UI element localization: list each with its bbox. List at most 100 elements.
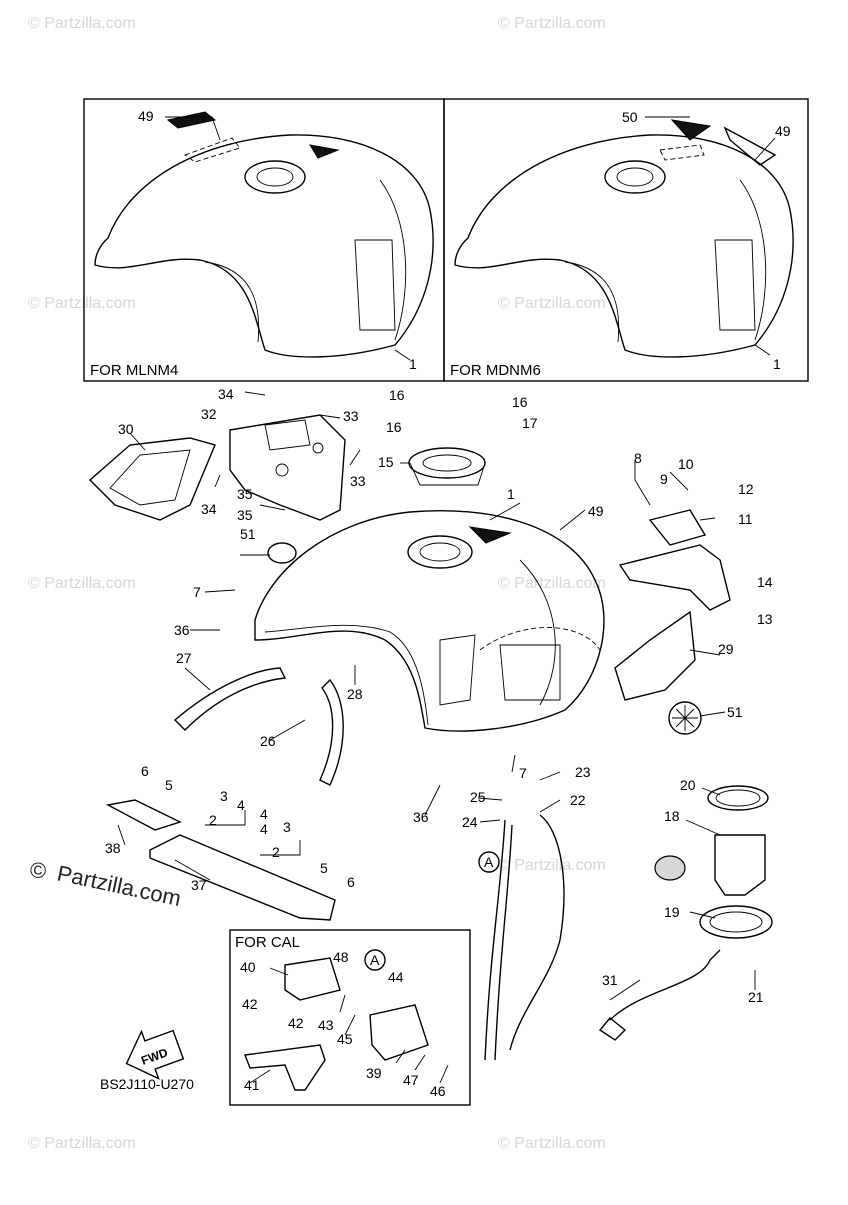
callout-21: 21: [748, 989, 764, 1005]
variant-box-mdnm6: [443, 98, 809, 382]
watermark: © Partzilla.com: [498, 1135, 606, 1152]
bracket-26: [319, 678, 344, 786]
callout-7: 7: [519, 765, 527, 781]
callout-4: 4: [237, 797, 245, 813]
callout-42: 42: [242, 996, 258, 1012]
callout-11: 11: [738, 511, 753, 527]
callout-28: 28: [347, 686, 363, 702]
marker-a-label: A: [484, 854, 494, 870]
callout-51: 51: [727, 704, 743, 720]
callout-6: 6: [141, 763, 149, 779]
watermark: © Partzilla.com: [498, 15, 606, 32]
callout-42: 42: [288, 1015, 304, 1031]
diagram-code: BS2J110-U270: [100, 1076, 194, 1092]
callout-13: 13: [757, 611, 773, 627]
callout-23: 23: [575, 764, 591, 780]
callout-5: 5: [165, 777, 173, 793]
hose-22: [509, 814, 565, 1051]
callout-1: 1: [773, 356, 781, 372]
fwd-label: FWD: [139, 1045, 170, 1068]
pad-37: [149, 834, 336, 921]
box-title-cal: FOR CAL: [235, 934, 300, 951]
callout-6: 6: [347, 874, 355, 890]
callout-36: 36: [174, 622, 190, 638]
callout-32: 32: [201, 406, 217, 422]
callout-31: 31: [602, 972, 618, 988]
callout-4: 4: [260, 806, 268, 822]
callout-15: 15: [378, 454, 394, 470]
callout-2: 2: [272, 844, 280, 860]
callout-33: 33: [343, 408, 359, 424]
callout-8: 8: [634, 450, 642, 466]
callout-10: 10: [678, 456, 694, 472]
callout-30: 30: [118, 421, 134, 437]
callout-44: 44: [388, 969, 404, 985]
callout-3: 3: [220, 788, 228, 804]
callout-7: 7: [193, 584, 201, 600]
marker-a-label: A: [370, 952, 380, 968]
callout-24: 24: [462, 814, 478, 830]
variant-box-mlnm4: [83, 98, 445, 382]
watermark: © Partzilla.com: [498, 295, 606, 312]
callout-27: 27: [176, 650, 192, 666]
watermarks: © Partzilla.com © Partzilla.com © Partzi…: [28, 15, 606, 1152]
callout-25: 25: [470, 789, 486, 805]
callout-51: 51: [240, 526, 256, 542]
callout-50: 50: [622, 109, 638, 125]
callout-48: 48: [333, 949, 349, 965]
callout-17: 17: [522, 415, 538, 431]
pad-38: [105, 799, 182, 831]
callout-39: 39: [366, 1065, 382, 1081]
callout-1: 1: [507, 486, 515, 502]
callout-34: 34: [218, 386, 234, 402]
hose-24: [484, 819, 513, 1061]
watermark-large-symbol: ©: [30, 858, 46, 883]
callout-41: 41: [244, 1077, 260, 1093]
callout-2: 2: [209, 812, 217, 828]
box-title-mlnm4: FOR MLNM4: [90, 362, 178, 379]
bracket-13: [614, 509, 731, 701]
callout-16: 16: [389, 387, 405, 403]
callout-16: 16: [512, 394, 528, 410]
callout-40: 40: [240, 959, 256, 975]
box-title-mdnm6: FOR MDNM6: [450, 362, 541, 379]
fuel-pump: [598, 785, 773, 1041]
callout-47: 47: [403, 1072, 419, 1088]
watermark: © Partzilla.com: [28, 575, 136, 592]
callout-3: 3: [283, 819, 291, 835]
callout-22: 22: [570, 792, 586, 808]
watermark: © Partzilla.com: [28, 295, 136, 312]
callout-49: 49: [588, 503, 604, 519]
cal-box: [229, 929, 471, 1106]
callout-49: 49: [138, 108, 154, 124]
callout-9: 9: [660, 471, 668, 487]
callout-36: 36: [413, 809, 429, 825]
watermark: © Partzilla.com: [28, 1135, 136, 1152]
callouts: 49 50 49 1 1 34 32 33 33 30 34 35 35 51 …: [105, 108, 791, 1099]
callout-29: 29: [718, 641, 734, 657]
fuel-cap-15: [408, 447, 486, 486]
callout-34: 34: [201, 501, 217, 517]
callout-5: 5: [320, 860, 328, 876]
callout-38: 38: [105, 840, 121, 856]
side-cover-30: [88, 437, 216, 521]
bracket-27: [173, 667, 287, 731]
watermark: © Partzilla.com: [28, 15, 136, 32]
watermark: © Partzilla.com: [498, 857, 606, 874]
callout-1: 1: [409, 356, 417, 372]
watermark-large: Partzilla.com: [55, 860, 183, 911]
callout-43: 43: [318, 1017, 334, 1033]
callout-33: 33: [350, 473, 366, 489]
seal-51: [267, 542, 702, 735]
callout-26: 26: [260, 733, 276, 749]
callout-4: 4: [260, 821, 268, 837]
callout-16: 16: [386, 419, 402, 435]
callout-19: 19: [664, 904, 680, 920]
callout-20: 20: [680, 777, 696, 793]
callout-45: 45: [337, 1031, 353, 1047]
callout-46: 46: [430, 1083, 446, 1099]
cover-32: [229, 414, 346, 521]
watermark: © Partzilla.com: [498, 575, 606, 592]
callout-35: 35: [237, 507, 253, 523]
